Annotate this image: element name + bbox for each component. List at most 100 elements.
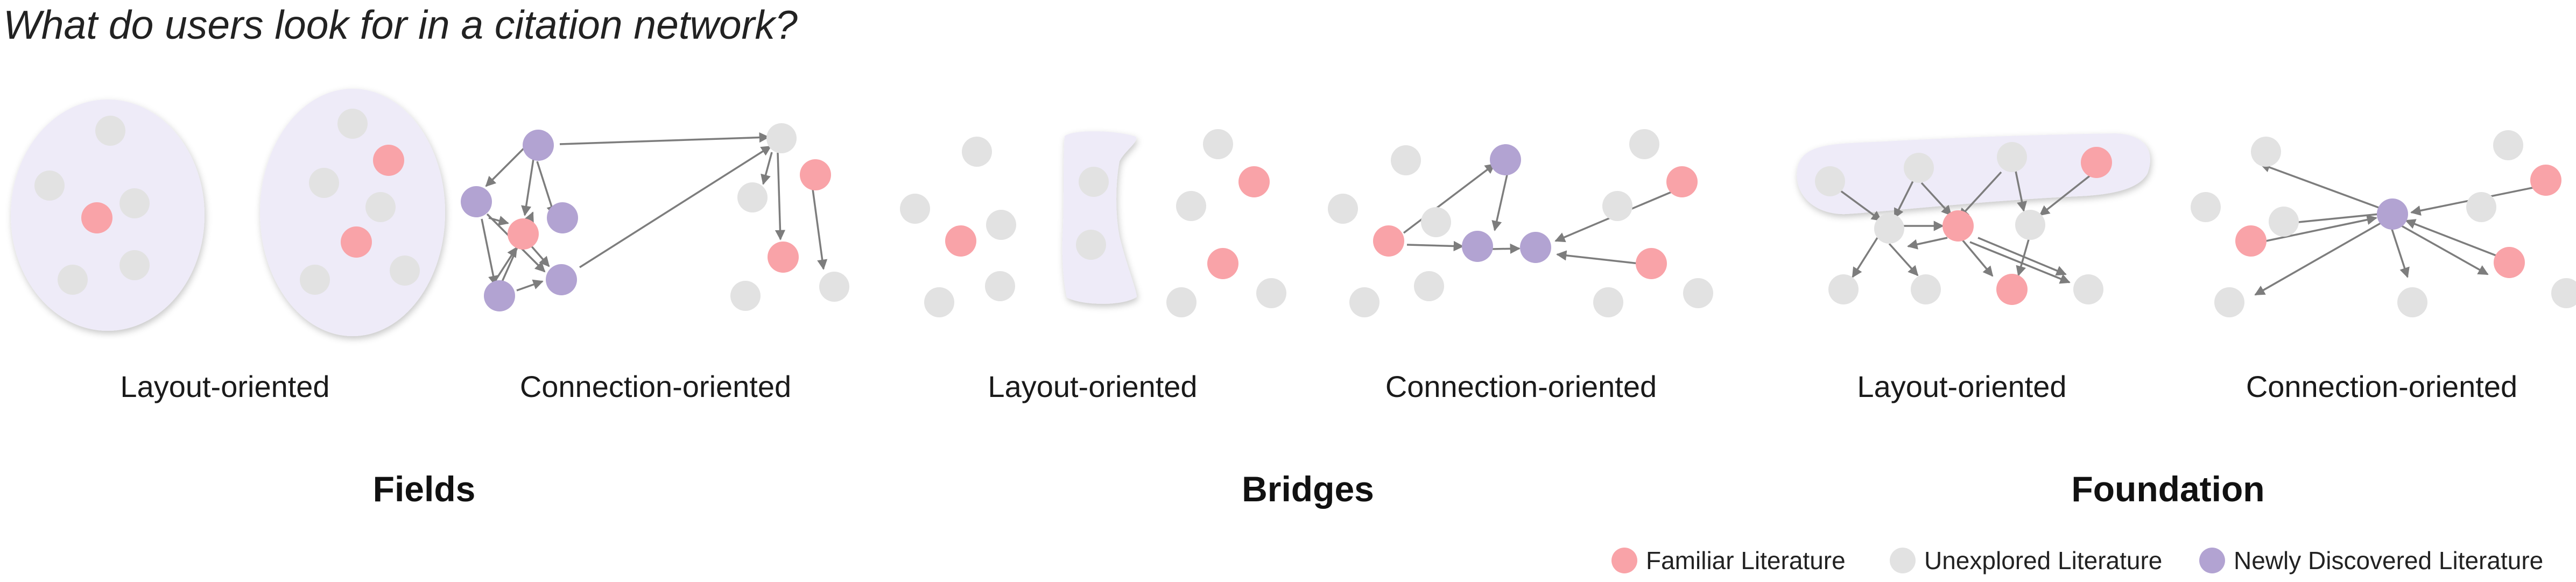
node-unexplored — [1815, 166, 1845, 196]
node-unexplored — [1911, 274, 1941, 304]
legend-item-newly-discovered: Newly Discovered Literature — [2199, 546, 2543, 574]
node-familiar — [1942, 210, 1974, 242]
node-unexplored — [1076, 230, 1106, 260]
edge — [2254, 221, 2384, 296]
panel-label: Layout-oriented — [120, 370, 329, 403]
node-unexplored — [1391, 145, 1421, 175]
node-familiar — [1373, 225, 1404, 257]
node-unexplored — [730, 281, 761, 311]
node-unexplored — [819, 272, 849, 302]
node-unexplored — [962, 137, 992, 167]
edges — [2254, 162, 2544, 296]
node-familiar — [1238, 166, 1270, 197]
edge — [1977, 237, 2067, 276]
node-familiar — [2494, 247, 2525, 278]
legend-label: Familiar Literature — [1646, 546, 1846, 574]
edges — [1840, 171, 2092, 284]
edge — [1961, 238, 1994, 277]
node-unexplored — [2397, 287, 2427, 317]
fields-connection-panel: Connection-oriented — [461, 123, 849, 403]
group-title-bridges: Bridges — [1242, 469, 1374, 509]
node-familiar — [81, 202, 112, 233]
node-unexplored — [1414, 271, 1444, 301]
node-unexplored — [58, 265, 88, 295]
node-unexplored — [1421, 207, 1451, 237]
edge — [1556, 250, 1639, 265]
node-unexplored — [365, 192, 396, 222]
edge — [2390, 225, 2410, 278]
edges — [481, 132, 828, 292]
node-unexplored — [1683, 278, 1713, 308]
node-familiar — [508, 218, 539, 250]
node-unexplored — [900, 194, 930, 224]
foundation-group: Layout-oriented — [1797, 130, 2576, 509]
edge — [1491, 174, 1508, 231]
node-unexplored — [1629, 129, 1659, 159]
node-unexplored — [924, 287, 954, 317]
panel-label: Connection-oriented — [520, 370, 791, 403]
node-new — [547, 202, 578, 233]
edge — [2265, 215, 2377, 242]
bridges-connection-panel: Connection-oriented — [1328, 129, 1713, 403]
edge — [812, 189, 828, 270]
node-familiar — [1996, 274, 2028, 305]
node-unexplored — [737, 182, 768, 212]
node-unexplored — [2214, 287, 2244, 317]
node-familiar — [2081, 147, 2112, 178]
node-unexplored — [2493, 130, 2523, 160]
node-unexplored — [1176, 191, 1206, 221]
foundation-region — [1797, 133, 2150, 215]
bridges-group: Layout-oriented — [900, 129, 1713, 509]
edge — [775, 152, 786, 240]
foundation-layout-panel: Layout-oriented — [1797, 133, 2150, 403]
node-familiar — [341, 226, 372, 258]
node-familiar — [800, 159, 831, 190]
node-unexplored — [1997, 142, 2027, 172]
node-new — [484, 280, 515, 311]
node-familiar — [1207, 248, 1238, 279]
node-unexplored — [390, 255, 420, 286]
node-unexplored — [2269, 207, 2299, 237]
edge — [1852, 237, 1878, 278]
edge — [2260, 162, 2382, 210]
legend-label: Newly Discovered Literature — [2234, 546, 2543, 574]
node-new — [2377, 198, 2408, 230]
edge — [2397, 223, 2489, 275]
node-unexplored — [1256, 278, 1286, 308]
node-new — [1520, 232, 1551, 263]
node-familiar — [1636, 248, 1667, 279]
legend-swatch-unexplored — [1890, 548, 1916, 573]
bridges-layout-panel: Layout-oriented — [900, 129, 1286, 403]
node-unexplored — [119, 188, 150, 218]
node-familiar — [768, 242, 799, 273]
node-unexplored — [985, 271, 1015, 301]
node-new — [546, 264, 577, 295]
node-familiar — [945, 225, 976, 257]
legend-item-unexplored: Unexplored Literature — [1890, 546, 2162, 574]
edge — [1840, 190, 1882, 222]
node-unexplored — [2251, 137, 2281, 167]
node-familiar — [2235, 225, 2267, 257]
edge — [2405, 219, 2498, 257]
legend: Familiar Literature Unexplored Literatur… — [1611, 546, 2543, 574]
panel-label: Connection-oriented — [1385, 370, 1657, 403]
node-unexplored — [1203, 129, 1233, 159]
bridge-region — [1062, 131, 1137, 304]
node-unexplored — [95, 116, 125, 146]
node-unexplored — [1079, 167, 1109, 197]
group-title-fields: Fields — [373, 469, 476, 509]
node-familiar — [1666, 166, 1698, 197]
node-unexplored — [986, 210, 1016, 240]
edge — [536, 161, 557, 216]
fields-group: Layout-oriented — [11, 89, 849, 509]
edge — [761, 152, 773, 185]
node-unexplored — [1349, 287, 1380, 317]
edge — [559, 132, 770, 145]
edge — [481, 218, 498, 286]
node-unexplored — [300, 265, 330, 295]
node-unexplored — [1166, 287, 1196, 317]
node-unexplored — [2015, 210, 2045, 240]
edge — [1403, 163, 1496, 234]
legend-swatch-familiar — [1611, 548, 1637, 573]
